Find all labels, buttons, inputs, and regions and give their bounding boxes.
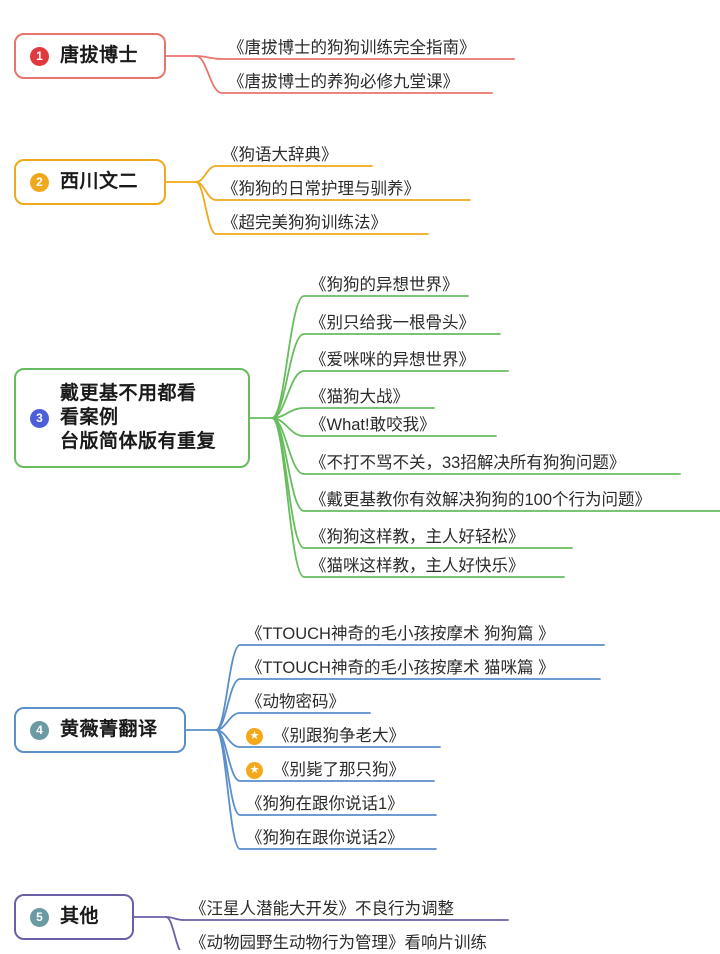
node-label-3: 戴更基不用都看 看案例 台版简体版有重复 (60, 382, 216, 454)
mindmap-leaf[interactable]: 《唐拔博士的狗狗训练完全指南》 (228, 35, 476, 59)
leaf-label: 《汪星人潜能大开发》不良行为调整 (190, 901, 454, 921)
mindmap-leaf[interactable]: 《What!敢咬我》 (310, 412, 436, 436)
mindmap-leaf[interactable]: ★ 《别跟狗争老大》 (246, 723, 405, 747)
leaf-label: 《超完美狗狗训练法》 (222, 215, 387, 235)
mindmap-leaf[interactable]: 《狗狗在跟你说话1》 (246, 791, 404, 815)
mindmap-leaf[interactable]: ★ 《别毙了那只狗》 (246, 757, 405, 781)
leaf-label: 《别毙了那只狗》 (273, 762, 405, 782)
node-label-2: 西川文二 (60, 170, 138, 194)
mindmap-leaf[interactable]: 《动物园野生动物行为管理》看响片训练 (190, 930, 487, 954)
leaf-label: 《猫咪这样教，主人好快乐》 (310, 558, 525, 578)
mindmap-leaf[interactable]: 《猫狗大战》 (310, 384, 409, 408)
leaf-label: 《TTOUCH神奇的毛小孩按摩术 猫咪篇 》 (246, 660, 555, 680)
star-icon: ★ (246, 762, 263, 779)
node-label-1: 唐拔博士 (60, 44, 138, 68)
mindmap-leaf[interactable]: 《狗狗这样教，主人好轻松》 (310, 524, 525, 548)
leaf-label: 《爱咪咪的异想世界》 (310, 352, 475, 372)
mindmap-leaf[interactable]: 《不打不骂不关，33招解决所有狗狗问题》 (310, 450, 625, 474)
mindmap-node-5[interactable]: 5 其他 (14, 894, 134, 940)
leaf-label: 《猫狗大战》 (310, 389, 409, 409)
mindmap-leaf[interactable]: 《爱咪咪的异想世界》 (310, 347, 475, 371)
mindmap-node-3[interactable]: 3 戴更基不用都看 看案例 台版简体版有重复 (14, 368, 250, 468)
leaf-label: 《别跟狗争老大》 (273, 728, 405, 748)
leaf-label: 《狗语大辞典》 (222, 147, 338, 167)
node-number-badge-icon: 5 (30, 908, 49, 927)
node-label-5: 其他 (60, 905, 99, 929)
mindmap-leaf[interactable]: 《猫咪这样教，主人好快乐》 (310, 553, 525, 577)
mindmap-leaf[interactable]: 《狗狗在跟你说话2》 (246, 825, 404, 849)
leaf-label: 《不打不骂不关，33招解决所有狗狗问题》 (310, 455, 625, 475)
leaf-label: 《动物密码》 (246, 694, 345, 714)
mindmap-leaf[interactable]: 《戴更基教你有效解决狗狗的100个行为问题》 (310, 487, 651, 511)
leaf-label: 《唐拔博士的养狗必修九堂课》 (228, 74, 459, 94)
node-number-badge-icon: 3 (30, 409, 49, 428)
leaf-label: 《狗狗在跟你说话2》 (246, 830, 404, 850)
star-icon: ★ (246, 728, 263, 745)
node-label-4: 黄薇菁翻译 (60, 718, 158, 742)
mindmap-leaf[interactable]: 《汪星人潜能大开发》不良行为调整 (190, 896, 454, 920)
mindmap-node-1[interactable]: 1 唐拔博士 (14, 33, 166, 79)
mindmap-leaf[interactable]: 《狗狗的异想世界》 (310, 272, 459, 296)
node-number-badge-icon: 2 (30, 173, 49, 192)
mindmap-node-4[interactable]: 4 黄薇菁翻译 (14, 707, 186, 753)
mindmap-leaf[interactable]: 《超完美狗狗训练法》 (222, 210, 387, 234)
node-number-badge-icon: 1 (30, 47, 49, 66)
mindmap-leaf[interactable]: 《狗语大辞典》 (222, 142, 338, 166)
mindmap-leaf[interactable]: 《别只给我一根骨头》 (310, 310, 475, 334)
node-number-badge-icon: 4 (30, 721, 49, 740)
leaf-label: 《What!敢咬我》 (310, 417, 436, 437)
leaf-label: 《狗狗的异想世界》 (310, 277, 459, 297)
leaf-label: 《狗狗在跟你说话1》 (246, 796, 404, 816)
mindmap-leaf[interactable]: 《TTOUCH神奇的毛小孩按摩术 猫咪篇 》 (246, 655, 555, 679)
leaf-label: 《动物园野生动物行为管理》看响片训练 (190, 935, 487, 954)
leaf-label: 《狗狗的日常护理与驯养》 (222, 181, 420, 201)
mindmap-leaf[interactable]: 《狗狗的日常护理与驯养》 (222, 176, 420, 200)
mindmap-leaf[interactable]: 《TTOUCH神奇的毛小孩按摩术 狗狗篇 》 (246, 621, 555, 645)
leaf-label: 《TTOUCH神奇的毛小孩按摩术 狗狗篇 》 (246, 626, 555, 646)
mindmap-leaf[interactable]: 《动物密码》 (246, 689, 345, 713)
leaf-label: 《唐拔博士的狗狗训练完全指南》 (228, 40, 476, 60)
mindmap-node-2[interactable]: 2 西川文二 (14, 159, 166, 205)
leaf-label: 《狗狗这样教，主人好轻松》 (310, 529, 525, 549)
mindmap-leaf[interactable]: 《唐拔博士的养狗必修九堂课》 (228, 69, 459, 93)
leaf-label: 《戴更基教你有效解决狗狗的100个行为问题》 (310, 492, 651, 512)
leaf-label: 《别只给我一根骨头》 (310, 315, 475, 335)
